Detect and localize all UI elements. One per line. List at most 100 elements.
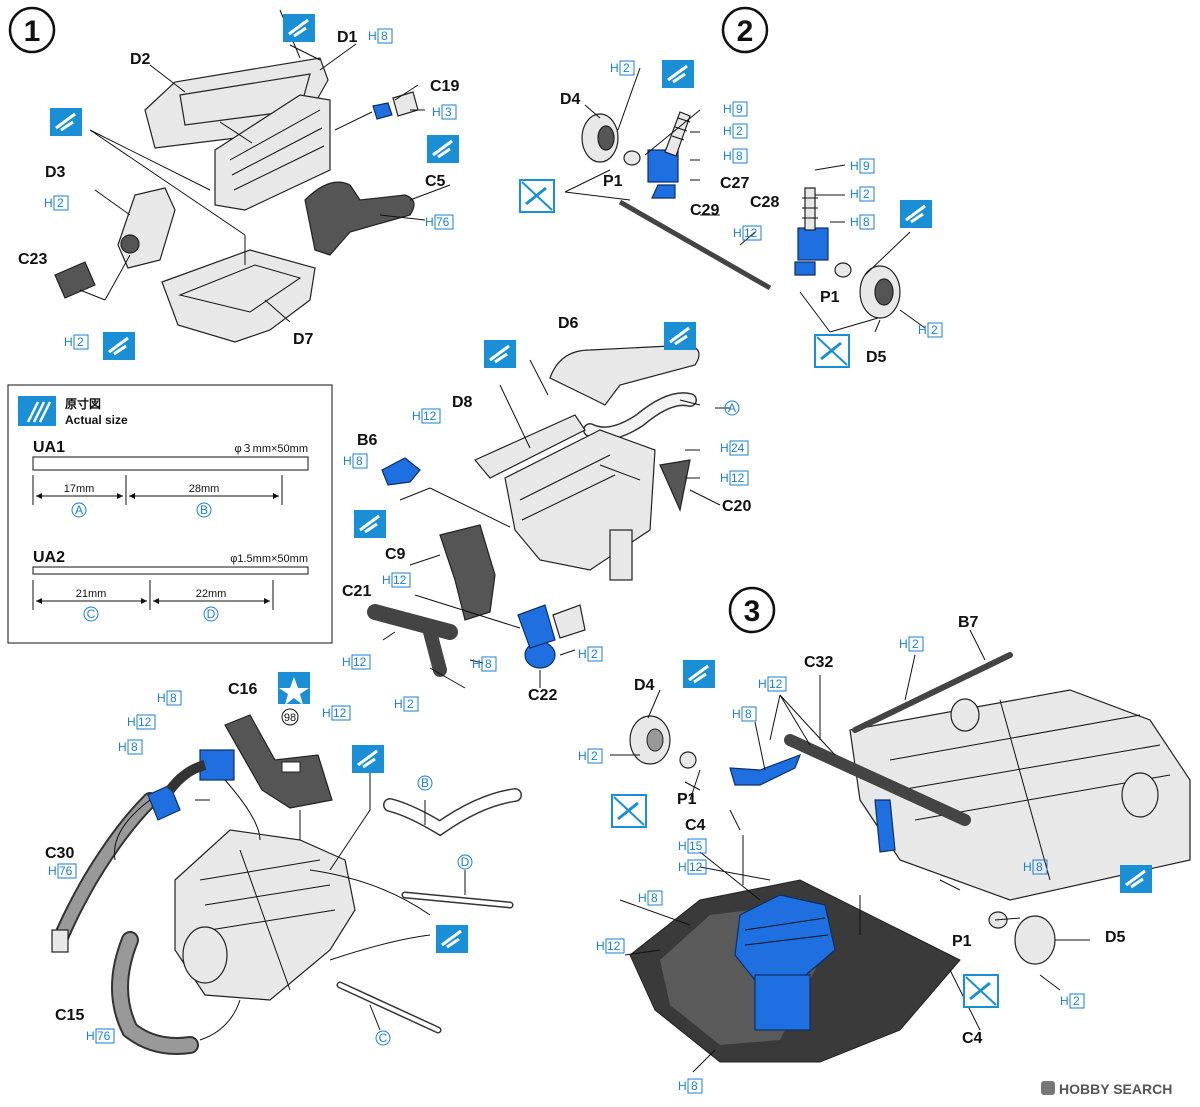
ua2-name: UA2 [33,549,65,566]
svg-text:8: 8 [131,740,138,754]
label-c4: C4 [962,1030,983,1047]
label-b6: B6 [357,432,378,449]
svg-text:H: H [368,29,377,43]
svg-text:H: H [342,655,351,669]
label-c19: C19 [430,78,459,95]
part-p1 [679,751,697,769]
svg-text:8: 8 [485,657,492,671]
svg-text:8: 8 [863,215,870,229]
svg-text:H: H [596,939,605,953]
glue-icon [354,510,386,538]
svg-text:B: B [421,776,429,790]
svg-text:2: 2 [736,124,743,138]
svg-text:H: H [850,215,859,229]
part-d3 [117,187,176,269]
svg-text:9: 9 [736,102,743,116]
part-c19 [372,102,393,120]
ua1-name: UA1 [33,439,65,456]
svg-text:H: H [322,706,331,720]
svg-text:H: H [758,677,767,691]
svg-text:H: H [638,891,647,905]
label-p1: P1 [952,933,972,950]
label-c21: C21 [342,583,371,600]
svg-text:2: 2 [912,637,919,651]
label-d8: D8 [452,394,473,411]
label-c16: C16 [228,681,257,698]
svg-text:A: A [728,401,736,415]
part-b7 [852,652,1013,733]
svg-text:2: 2 [77,335,84,349]
sub-label-b: B [196,502,212,518]
label-c9: C9 [385,546,406,563]
svg-text:H: H [850,187,859,201]
label-d5: D5 [1105,929,1126,946]
glue-icon [427,135,459,163]
sub-label-a: A [71,502,87,518]
label-d2: D2 [130,51,151,68]
svg-text:2: 2 [1073,994,1080,1008]
svg-text:12: 12 [138,715,152,729]
step-2-badge [721,6,769,54]
ua2-seg2: 22mm [196,588,227,600]
ua2-seg1: 21mm [76,588,107,600]
svg-text:H: H [723,102,732,116]
chassis-floor [849,689,1191,901]
svg-text:8: 8 [381,29,388,43]
svg-text:H: H [127,715,136,729]
svg-text:8: 8 [691,1079,698,1093]
svg-text:H: H [732,707,741,721]
glue-icon [664,322,696,350]
step-1-badge [8,6,56,54]
svg-text:12: 12 [731,471,745,485]
svg-text:8: 8 [356,454,363,468]
svg-text:H: H [86,1029,95,1043]
svg-text:2: 2 [863,187,870,201]
svg-text:H: H [1060,994,1069,1008]
svg-text:H: H [64,335,73,349]
step-2: 2 D4 P1 C27 C29 C28 P1 D5 [519,6,943,368]
label-d7: D7 [293,331,314,348]
svg-text:H: H [720,441,729,455]
svg-text:D: D [461,855,470,869]
star-icon [278,672,310,705]
svg-text:3: 3 [445,105,452,119]
step-1: 1 D2 D1 C19 D3 C5 C23 D7 [8,6,459,360]
part-c23 [54,261,96,299]
step-1-number: 1 [24,15,41,48]
no-glue-icon [814,334,850,368]
part-c5 [304,181,415,256]
svg-text:12: 12 [689,860,703,874]
ua1-seg1: 17mm [64,483,95,495]
no-glue-icon [963,974,999,1008]
svg-text:A: A [75,503,83,517]
watermark: HOBBY SEARCH [1041,1081,1172,1097]
glue-icon [352,745,384,773]
decal-number: 98 [281,708,299,726]
svg-text:12: 12 [333,706,347,720]
label-p1: P1 [603,173,623,190]
part-d1 [214,94,331,211]
svg-text:H: H [578,749,587,763]
svg-text:H: H [1023,860,1032,874]
label-c5: C5 [425,173,446,190]
svg-text:H: H [723,124,732,138]
